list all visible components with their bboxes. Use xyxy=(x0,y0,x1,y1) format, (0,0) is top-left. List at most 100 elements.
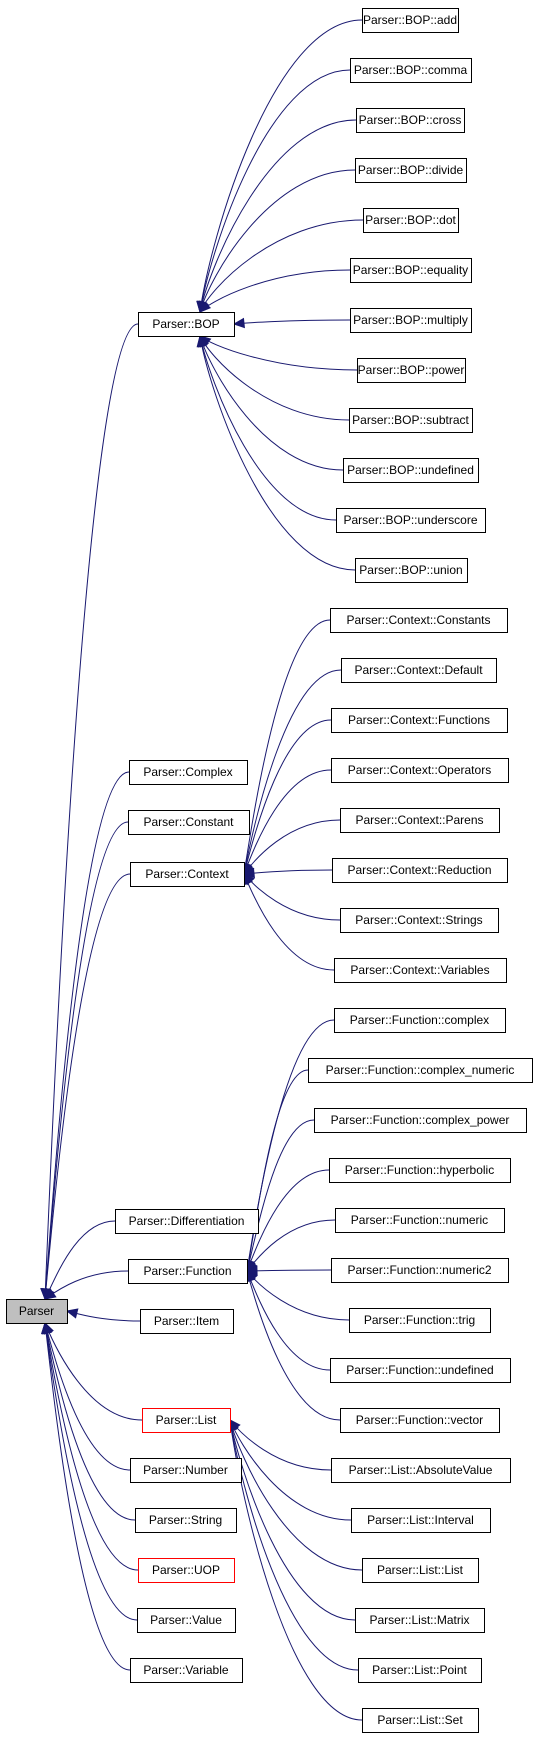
class-label: Parser::Function::vector xyxy=(356,1413,483,1427)
arrowhead-icon xyxy=(44,1288,57,1300)
class-label: Parser::List::Point xyxy=(372,1663,467,1677)
class-node-bop-union[interactable]: Parser::BOP::union xyxy=(355,558,468,583)
class-node-fn-vector[interactable]: Parser::Function::vector xyxy=(340,1408,500,1433)
class-node-bop-divide[interactable]: Parser::BOP::divide xyxy=(355,158,467,183)
class-node-bop-underscore[interactable]: Parser::BOP::underscore xyxy=(336,508,486,533)
class-node-ctx-default[interactable]: Parser::Context::Default xyxy=(341,658,497,683)
inheritance-edge xyxy=(246,1270,341,1421)
class-label: Parser::Context::Strings xyxy=(355,913,482,927)
class-node-root[interactable]: Parser xyxy=(6,1299,68,1324)
class-label: Parser::BOP::equality xyxy=(353,263,468,277)
class-box xyxy=(350,258,472,283)
class-node-ctx-operators[interactable]: Parser::Context::Operators xyxy=(331,758,509,783)
class-node-complex[interactable]: Parser::Complex xyxy=(129,760,248,785)
class-node-list-set[interactable]: Parser::List::Set xyxy=(362,1708,479,1733)
class-node-bop-power[interactable]: Parser::BOP::power xyxy=(357,358,466,383)
class-node-ctx-functions[interactable]: Parser::Context::Functions xyxy=(331,708,508,733)
class-box xyxy=(332,858,508,883)
class-label: Parser::List::Interval xyxy=(367,1513,474,1527)
class-node-uop[interactable]: Parser::UOP xyxy=(138,1558,235,1583)
class-node-bop-subtract[interactable]: Parser::BOP::subtract xyxy=(349,408,473,433)
class-node-list-interval[interactable]: Parser::List::Interval xyxy=(351,1508,491,1533)
class-label: Parser::Function::undefined xyxy=(346,1363,493,1377)
class-box xyxy=(130,1458,242,1483)
class-node-bop-comma[interactable]: Parser::BOP::comma xyxy=(350,58,472,83)
inheritance-edge xyxy=(199,119,357,313)
class-node-fn-numeric[interactable]: Parser::Function::numeric xyxy=(335,1208,505,1233)
class-label: Parser::Context::Default xyxy=(354,663,483,677)
class-node-fn-undefined[interactable]: Parser::Function::undefined xyxy=(330,1358,511,1383)
class-node-bop-dot[interactable]: Parser::BOP::dot xyxy=(363,208,459,233)
inheritance-edge xyxy=(44,1322,136,1521)
inheritance-edge xyxy=(243,819,341,875)
inheritance-edge xyxy=(199,219,364,313)
class-box xyxy=(341,658,497,683)
class-node-fn-complex-power[interactable]: Parser::Function::complex_power xyxy=(314,1108,527,1133)
class-node-variable[interactable]: Parser::Variable xyxy=(130,1658,243,1683)
class-node-bop-multiply[interactable]: Parser::BOP::multiply xyxy=(350,308,472,333)
class-box xyxy=(129,760,248,785)
class-node-number[interactable]: Parser::Number xyxy=(130,1458,242,1483)
class-node-list-absolutevalue[interactable]: Parser::List::AbsoluteValue xyxy=(331,1458,511,1483)
class-node-list-list[interactable]: Parser::List::List xyxy=(362,1558,479,1583)
class-node-value[interactable]: Parser::Value xyxy=(137,1608,236,1633)
class-node-list[interactable]: Parser::List xyxy=(142,1408,231,1433)
class-box xyxy=(362,1708,479,1733)
inheritance-edge xyxy=(199,335,358,371)
inheritance-edge xyxy=(246,1119,315,1272)
class-box xyxy=(331,758,509,783)
class-node-bop-add[interactable]: Parser::BOP::add xyxy=(362,8,459,33)
class-box xyxy=(362,1558,479,1583)
class-box xyxy=(330,1358,511,1383)
inheritance-edge xyxy=(246,1219,336,1272)
class-node-bop-equality[interactable]: Parser::BOP::equality xyxy=(350,258,472,283)
class-box xyxy=(357,358,466,383)
class-node-bop[interactable]: Parser::BOP xyxy=(138,312,235,337)
arrowhead-icon xyxy=(199,300,212,313)
class-node-fn-numeric2[interactable]: Parser::Function::numeric2 xyxy=(331,1258,509,1283)
inheritance-edge xyxy=(199,335,356,571)
class-box xyxy=(334,958,507,983)
class-label: Parser::Context::Operators xyxy=(348,763,491,777)
class-node-differentiation[interactable]: Parser::Differentiation xyxy=(115,1209,259,1234)
inheritance-edge xyxy=(243,619,331,875)
class-node-item[interactable]: Parser::Item xyxy=(140,1309,234,1334)
class-node-fn-complex[interactable]: Parser::Function::complex xyxy=(334,1008,506,1033)
class-label: Parser::Variable xyxy=(143,1663,228,1677)
class-label: Parser::List xyxy=(156,1413,217,1427)
class-node-fn-complex-numeric[interactable]: Parser::Function::complex_numeric xyxy=(308,1058,533,1083)
class-node-ctx-constants[interactable]: Parser::Context::Constants xyxy=(330,608,508,633)
inheritance-edge xyxy=(44,1322,131,1471)
class-label: Parser::BOP::power xyxy=(358,363,465,377)
inheritance-edge xyxy=(44,771,130,1300)
class-node-list-matrix[interactable]: Parser::List::Matrix xyxy=(355,1608,485,1633)
class-node-ctx-parens[interactable]: Parser::Context::Parens xyxy=(340,808,500,833)
class-node-context[interactable]: Parser::Context xyxy=(130,862,245,887)
class-node-bop-cross[interactable]: Parser::BOP::cross xyxy=(356,108,465,133)
class-box xyxy=(135,1508,237,1533)
class-node-bop-undefined[interactable]: Parser::BOP::undefined xyxy=(343,458,479,483)
class-box xyxy=(362,8,459,33)
class-label: Parser::BOP::comma xyxy=(354,63,468,77)
class-node-ctx-strings[interactable]: Parser::Context::Strings xyxy=(340,908,499,933)
class-box xyxy=(343,458,479,483)
class-label: Parser::BOP::add xyxy=(363,13,457,27)
class-node-ctx-reduction[interactable]: Parser::Context::Reduction xyxy=(332,858,508,883)
class-label: Parser::BOP::divide xyxy=(358,163,464,177)
class-label: Parser::BOP::dot xyxy=(365,213,456,227)
class-label: Parser::BOP::underscore xyxy=(343,513,477,527)
class-node-constant[interactable]: Parser::Constant xyxy=(128,810,250,835)
class-node-function[interactable]: Parser::Function xyxy=(128,1259,248,1284)
class-node-fn-hyperbolic[interactable]: Parser::Function::hyperbolic xyxy=(329,1158,511,1183)
class-label: Parser::Complex xyxy=(143,765,232,779)
class-box xyxy=(334,1008,506,1033)
class-node-ctx-variables[interactable]: Parser::Context::Variables xyxy=(334,958,507,983)
class-node-fn-trig[interactable]: Parser::Function::trig xyxy=(349,1308,491,1333)
inheritance-edge xyxy=(199,269,351,313)
class-node-list-point[interactable]: Parser::List::Point xyxy=(358,1658,482,1683)
class-node-string[interactable]: Parser::String xyxy=(135,1508,237,1533)
class-box xyxy=(329,1158,511,1183)
inheritance-edge xyxy=(199,335,350,421)
class-label: Parser::UOP xyxy=(152,1563,220,1577)
